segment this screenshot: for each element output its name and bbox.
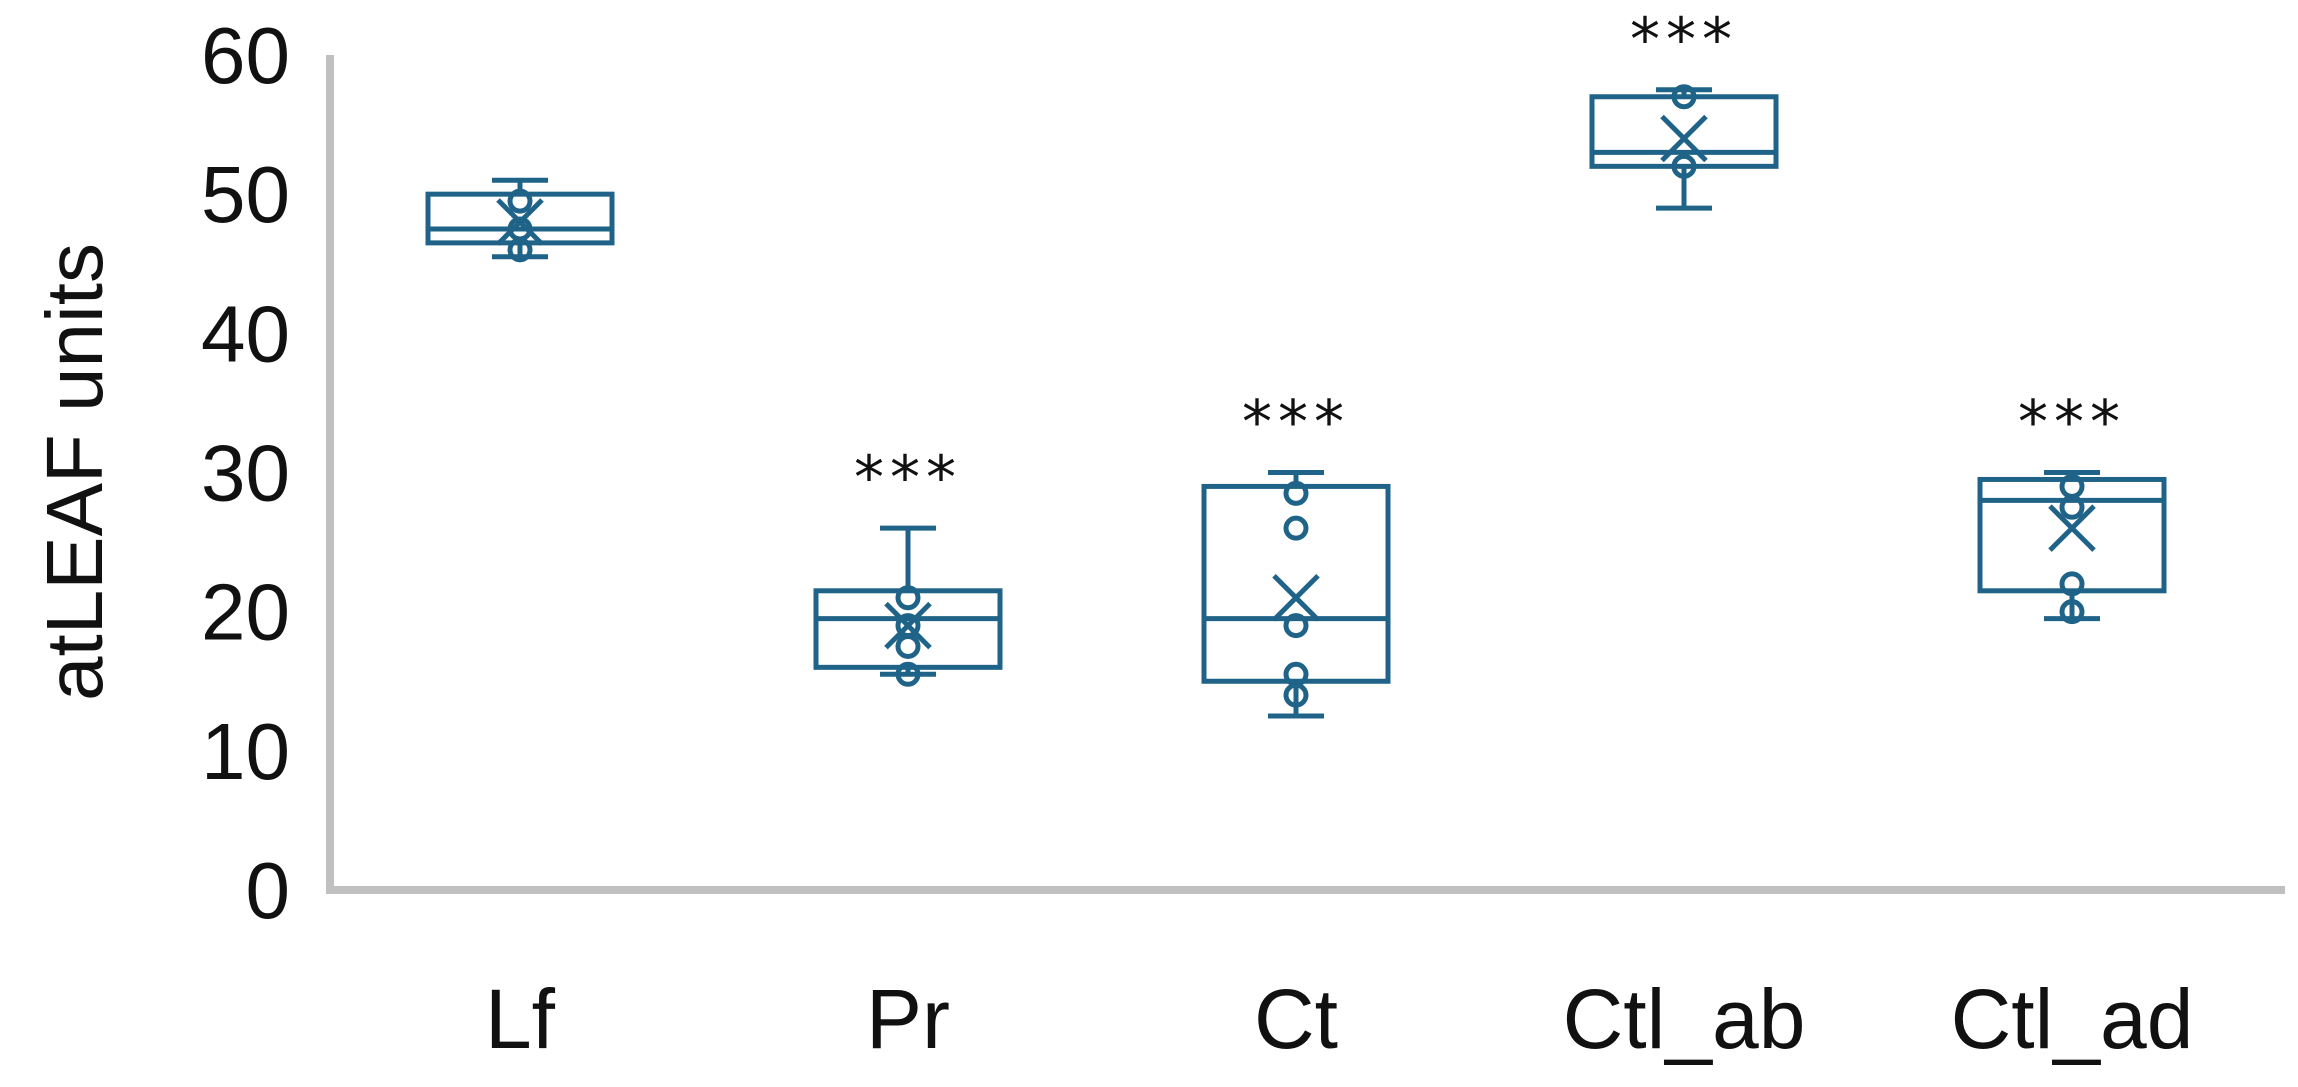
data-point [1283, 515, 1309, 541]
data-point [1283, 682, 1309, 708]
data-point [2059, 494, 2085, 520]
data-point [1671, 153, 1697, 179]
x-category-label: Ct [1254, 972, 1338, 1066]
y-axis-title: atLEAF units [30, 243, 119, 701]
data-point [1283, 480, 1309, 506]
box-iqr [1201, 483, 1391, 684]
y-tick-label: 20 [201, 568, 290, 657]
y-tick-label: 60 [201, 11, 290, 100]
box-iqr [1589, 94, 1779, 169]
y-tick-label: 30 [201, 429, 290, 518]
box-iqr [1977, 476, 2167, 594]
y-tick-label: 50 [201, 150, 290, 239]
significance-label: *** [1242, 388, 1350, 458]
x-category-label: Pr [866, 972, 950, 1066]
y-tick-label: 0 [246, 846, 291, 935]
mean-marker [1660, 114, 1708, 163]
data-point [507, 188, 533, 214]
data-point [895, 585, 921, 611]
significance-label: *** [2018, 388, 2126, 458]
data-point [895, 661, 921, 687]
significance-label: *** [854, 443, 962, 513]
x-category-label: Lf [485, 972, 556, 1066]
mean-marker [1272, 573, 1320, 622]
data-point [2059, 571, 2085, 597]
y-tick-label: 40 [201, 289, 290, 378]
data-point [2059, 599, 2085, 625]
box-iqr [425, 191, 615, 246]
box-iqr [813, 588, 1003, 670]
y-tick-label: 10 [201, 707, 290, 796]
mean-marker [496, 198, 544, 246]
x-category-label: Ctl_ad [1951, 972, 2194, 1066]
significance-label: *** [1630, 5, 1738, 75]
data-point [1283, 613, 1309, 639]
data-point [895, 633, 921, 659]
data-point [507, 237, 533, 263]
mean-marker [884, 601, 932, 650]
mean-marker [2048, 504, 2096, 552]
data-point [1671, 84, 1697, 110]
x-category-label: Ctl_ab [1563, 972, 1806, 1066]
